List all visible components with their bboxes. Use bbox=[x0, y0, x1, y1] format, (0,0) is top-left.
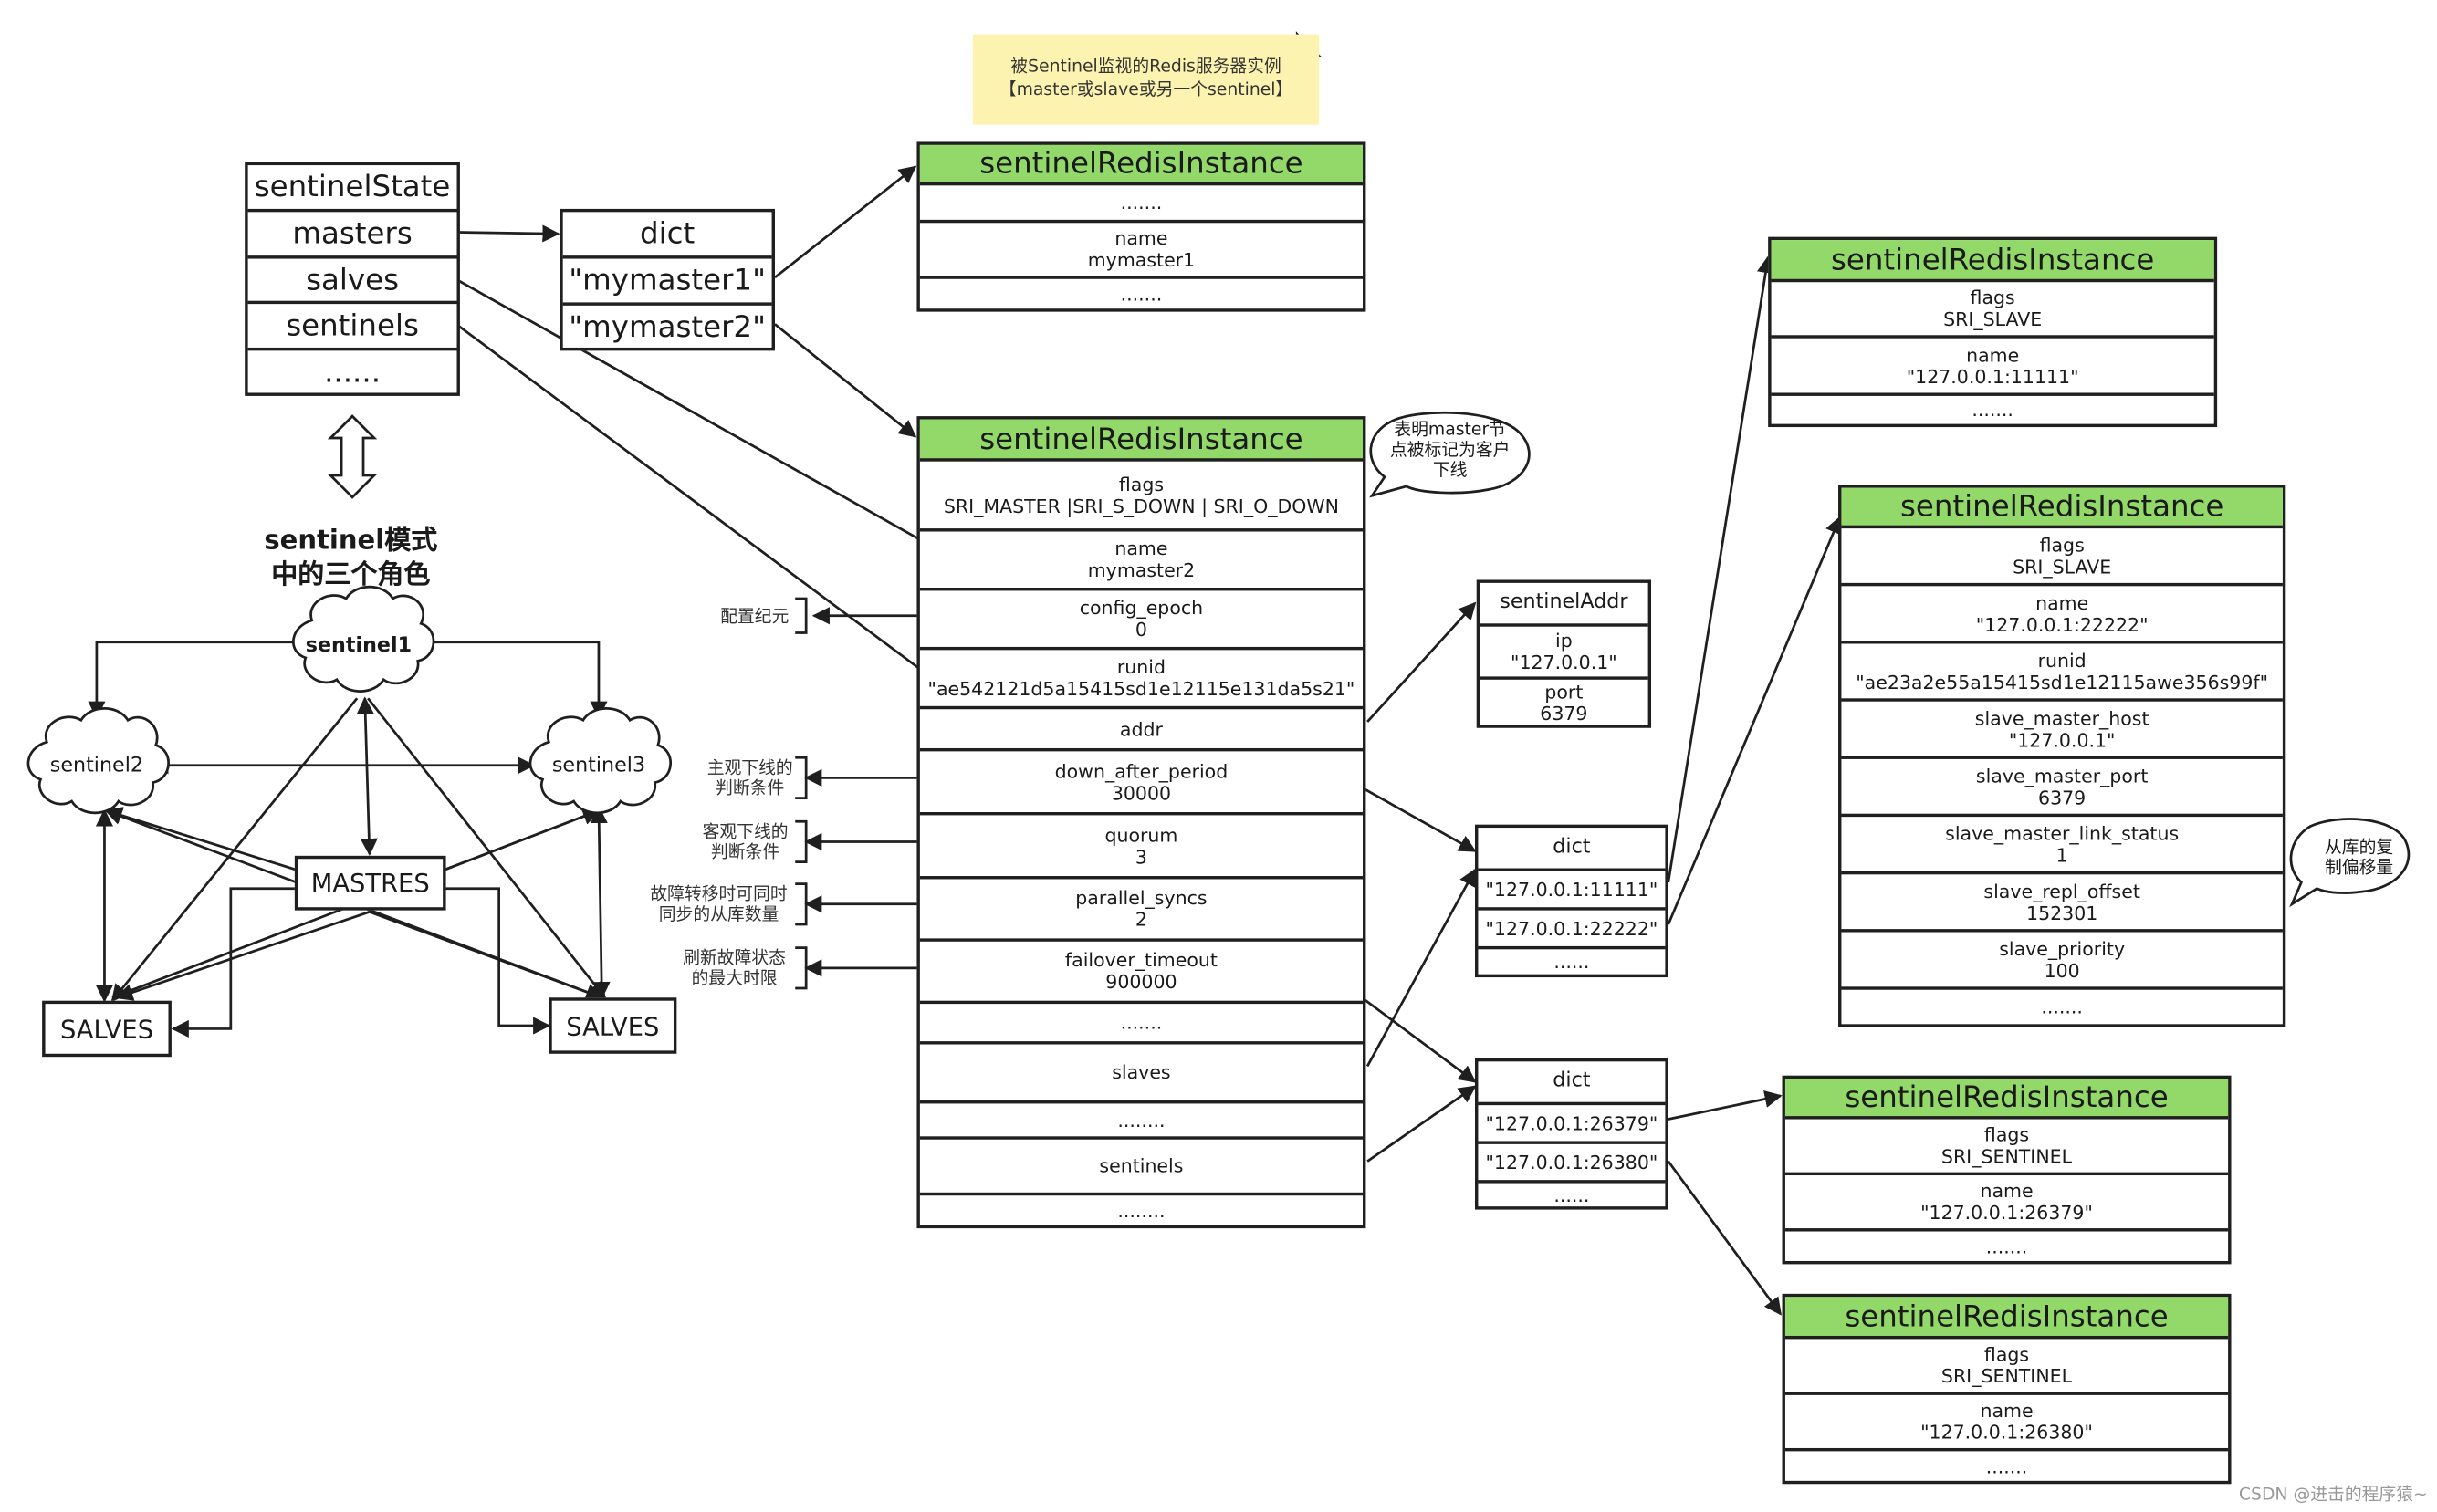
roles-title: sentinel模式 中的三个角色 bbox=[242, 524, 460, 592]
row-ellipsis: ........ bbox=[919, 1103, 1364, 1140]
row-name: name"127.0.0.1:11111" bbox=[1771, 339, 2214, 396]
instance-header: sentinelRedisInstance bbox=[1784, 1297, 2229, 1340]
mastres-box: MASTRES bbox=[294, 855, 446, 911]
watermark: CSDN @进击的程序猿~ bbox=[2238, 1484, 2428, 1505]
slaves-dict-header: dict bbox=[1478, 828, 1666, 871]
row-runid: runid"ae23a2e55a15415sd1e12115awe356s99f… bbox=[1841, 644, 2283, 702]
sentinel-state-row: sentinelState bbox=[247, 165, 457, 213]
label-down-after-period: 主观下线的判断条件 bbox=[706, 757, 793, 798]
sentinels-dict-table: dict "127.0.0.1:26379" "127.0.0.1:26380"… bbox=[1475, 1058, 1668, 1210]
slaves-dict-table: dict "127.0.0.1:11111" "127.0.0.1:22222"… bbox=[1475, 824, 1668, 978]
sentinel-state-table: sentinelState masters salves sentinels .… bbox=[245, 162, 460, 396]
instance-header: sentinelRedisInstance bbox=[919, 419, 1364, 462]
note-line-2: 【master或slave或另一个sentinel】 bbox=[999, 79, 1293, 100]
instance-header: sentinelRedisInstance bbox=[919, 144, 1364, 186]
slaves-dict-key-2: "127.0.0.1:22222" bbox=[1478, 911, 1666, 950]
row-slave-master-host: slave_master_host"127.0.0.1" bbox=[1841, 702, 2283, 759]
instance-header: sentinelRedisInstance bbox=[1771, 240, 2214, 283]
addr-header: sentinelAddr bbox=[1480, 583, 1648, 627]
instance-row: ....... bbox=[919, 185, 1364, 224]
row-ellipsis: ....... bbox=[1985, 1235, 2028, 1257]
instance-row: ....... bbox=[1120, 283, 1163, 305]
row-addr: addr bbox=[919, 709, 1364, 752]
ellipsis-row: ...... bbox=[324, 354, 382, 390]
cloud-sentinel1-shape bbox=[292, 585, 435, 693]
sentinels-dict-key-2: "127.0.0.1:26380" bbox=[1478, 1144, 1666, 1184]
dict-header: dict bbox=[562, 212, 772, 259]
sentinel3-label: sentinel3 bbox=[551, 754, 646, 778]
sentinel2-label: sentinel2 bbox=[49, 754, 144, 778]
dict-key-mymaster2: "mymaster2" bbox=[569, 309, 767, 344]
instance-header: sentinelRedisInstance bbox=[1784, 1079, 2229, 1120]
slaves-dict-key-1: "127.0.0.1:11111" bbox=[1478, 871, 1666, 911]
bubble-slave-text: 从库的复 制偏移量 bbox=[2325, 837, 2394, 878]
row-ellipsis: ....... bbox=[919, 1004, 1364, 1045]
row-ellipsis: ....... bbox=[2041, 996, 2083, 1018]
row-name: name"127.0.0.1:22222" bbox=[1841, 586, 2283, 644]
bubble-master-shape bbox=[1369, 411, 1531, 498]
label-config-epoch: 配置纪元 bbox=[720, 606, 790, 627]
row-name: name"127.0.0.1:26379" bbox=[1784, 1175, 2229, 1232]
label-quorum: 客观下线的判断条件 bbox=[702, 821, 789, 862]
row-ellipsis: ........ bbox=[1117, 1199, 1166, 1222]
sentinel1-label: sentinel1 bbox=[305, 634, 413, 658]
label-failover-timeout: 刷新故障状态的最大时限 bbox=[683, 947, 786, 989]
slaves-dict-ellipsis: ...... bbox=[1553, 951, 1590, 973]
row-name: name"127.0.0.1:26380" bbox=[1784, 1395, 2229, 1452]
masters-dict-table: dict "mymaster1" "mymaster2" bbox=[560, 208, 776, 351]
note-line-1: 被Sentinel监视的Redis服务器实例 bbox=[1010, 56, 1281, 77]
masters-row: masters bbox=[247, 212, 457, 259]
sentinels-dict-key-1: "127.0.0.1:26379" bbox=[1478, 1105, 1666, 1144]
row-slaves: slaves bbox=[919, 1045, 1364, 1104]
salves-left-box: SALVES bbox=[42, 1000, 172, 1058]
sentinels-row: sentinels bbox=[247, 304, 457, 351]
salves-row: salves bbox=[247, 259, 457, 305]
row-ellipsis: ....... bbox=[1972, 399, 2013, 422]
salves-right-box: SALVES bbox=[549, 997, 677, 1054]
roles-title-line-2: 中的三个角色 bbox=[271, 559, 431, 591]
dict-key-mymaster1: "mymaster1" bbox=[562, 259, 772, 306]
sentinels-dict-header: dict bbox=[1478, 1061, 1666, 1106]
label-parallel-syncs: 故障转移时可同时同步的从库数量 bbox=[650, 883, 788, 924]
row-runid: runid"ae542121d5a15415sd1e12115e131da5s2… bbox=[919, 650, 1364, 710]
row-ellipsis: ....... bbox=[1985, 1455, 2028, 1477]
addr-ip: ip"127.0.0.1" bbox=[1480, 627, 1648, 680]
bubble-slave-shape bbox=[2289, 818, 2411, 908]
roles-title-line-1: sentinel模式 bbox=[264, 525, 438, 557]
cloud-sentinel2-shape bbox=[26, 707, 170, 815]
cloud-sentinel3-shape bbox=[528, 707, 673, 815]
sentinels-dict-ellipsis: ...... bbox=[1553, 1184, 1590, 1206]
sticky-note: 被Sentinel监视的Redis服务器实例 【master或slave或另一个… bbox=[972, 34, 1320, 125]
instance-header: sentinelRedisInstance bbox=[1841, 487, 2283, 529]
row-sentinels: sentinels bbox=[919, 1140, 1364, 1196]
bubble-master-text: 表明master节 点被标记为客户 下线 bbox=[1389, 419, 1511, 481]
